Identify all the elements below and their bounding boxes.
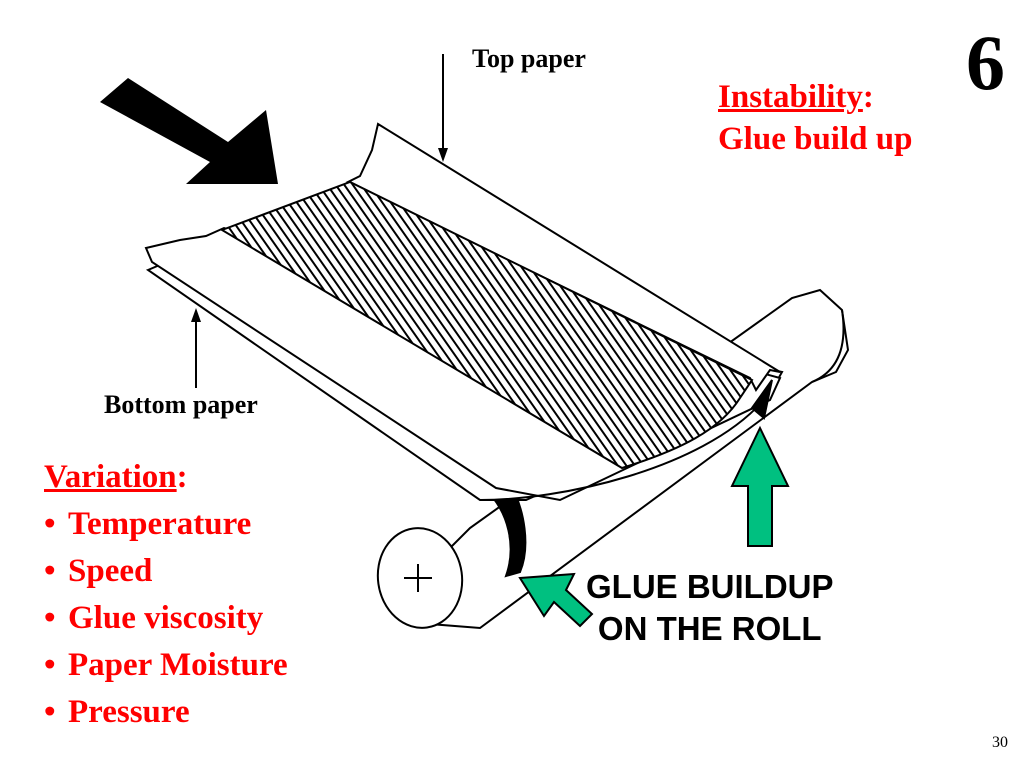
bottom-paper-pointer: [191, 308, 201, 388]
callout-line-1: GLUE BUILDUP: [586, 568, 834, 605]
bottom-paper-label: Bottom paper: [104, 390, 258, 419]
diagonal-arrow-icon: [518, 572, 594, 628]
instability-heading-line: Instability:: [718, 76, 912, 118]
variation-list: • Temperature • Speed • Glue viscosity • Pap…: [44, 501, 288, 736]
variation-item: • Speed: [44, 548, 288, 595]
variation-item: • Glue viscosity: [44, 595, 288, 642]
glue-buildup-callout: GLUE BUILDUP ON THE ROLL: [586, 566, 834, 650]
bullet-icon: •: [44, 553, 56, 589]
variation-block: Variation: • Temperature • Speed • Glue vis…: [44, 454, 288, 736]
variation-item-label: Pressure: [68, 694, 190, 730]
glue-layer: [219, 180, 754, 470]
variation-colon: :: [176, 459, 188, 495]
variation-item-label: Temperature: [68, 506, 252, 542]
variation-item: • Paper Moisture: [44, 642, 288, 689]
bullet-icon: •: [44, 506, 56, 542]
bullet-icon: •: [44, 600, 56, 636]
up-arrow-icon: [730, 425, 790, 547]
instability-heading: Instability: [718, 79, 863, 115]
top-paper-label: Top paper: [472, 44, 586, 73]
feed-direction-arrow-icon: [100, 78, 278, 184]
page-number: 30: [992, 734, 1008, 751]
variation-item-label: Glue viscosity: [68, 600, 264, 636]
variation-item: • Temperature: [44, 501, 288, 548]
slide-section-number: 6: [966, 19, 1005, 106]
bullet-icon: •: [44, 694, 56, 730]
variation-heading: Variation: [44, 459, 177, 495]
top-paper-pointer: [438, 54, 448, 162]
instability-subtitle: Glue build up: [718, 121, 913, 157]
instability-colon: :: [862, 79, 874, 115]
variation-item-label: Speed: [68, 553, 153, 589]
variation-item: • Pressure: [44, 689, 288, 736]
variation-item-label: Paper Moisture: [68, 647, 288, 683]
bullet-icon: •: [44, 647, 56, 683]
glue-band-left: [482, 478, 527, 578]
instability-block: Instability: Glue build up: [718, 76, 912, 160]
variation-heading-line: Variation:: [44, 454, 288, 501]
callout-line-2: ON THE ROLL: [597, 610, 822, 647]
